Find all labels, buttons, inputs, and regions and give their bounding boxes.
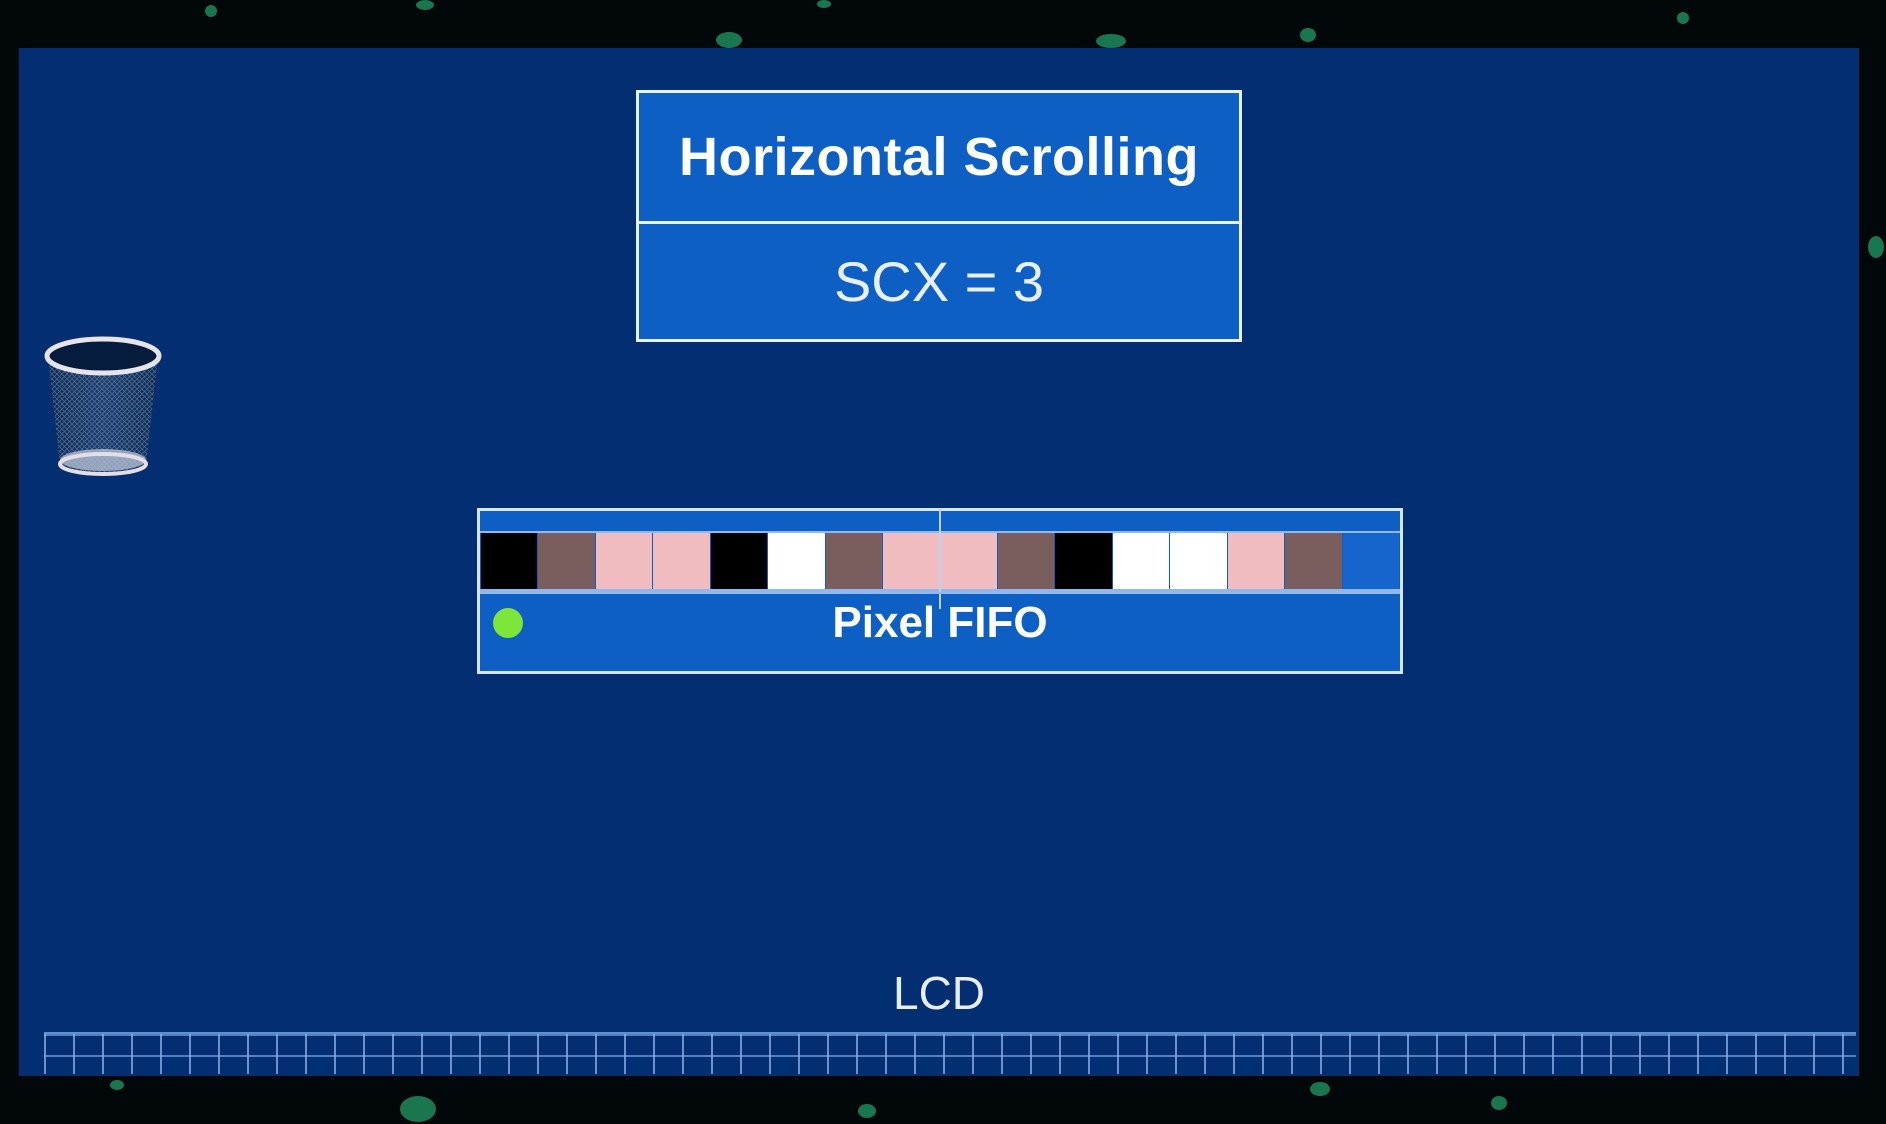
fifo-pixel-cell [653, 533, 710, 589]
fifo-pixel-cell [1055, 533, 1112, 589]
background-speck [1300, 28, 1316, 42]
pixel-fifo: Pixel FIFO [477, 508, 1403, 674]
fifo-midline [939, 509, 941, 609]
scene-panel: Horizontal Scrolling SCX = 3 Pixel FIFO [19, 48, 1859, 1076]
background-speck [858, 1104, 876, 1118]
background-speck [1096, 34, 1126, 48]
fifo-pixel-cell [1170, 533, 1227, 589]
fifo-label-row: Pixel FIFO [480, 592, 1400, 651]
fifo-pixel-cell [481, 533, 538, 589]
fifo-pixel-cell [940, 533, 997, 589]
background-speck [110, 1080, 124, 1090]
fifo-cells [480, 509, 1400, 609]
fifo-pixel-cell [1285, 533, 1342, 589]
fifo-pixel-cell [595, 533, 653, 589]
background-speck [1310, 1082, 1330, 1096]
fifo-pixel-cell [1227, 533, 1285, 589]
background-speck [716, 32, 742, 48]
scx-value: SCX = 3 [833, 250, 1045, 313]
fifo-pixel-cell [997, 533, 1055, 589]
background-speck [400, 1096, 436, 1122]
title-heading: Horizontal Scrolling [639, 93, 1239, 224]
fifo-pixel-cell [883, 533, 940, 589]
lcd-label: LCD [892, 967, 986, 1019]
fifo-pixel-cell [825, 533, 883, 589]
background-speck [1868, 236, 1884, 258]
fifo-pixel-cell [1112, 533, 1170, 589]
background-speck [817, 0, 831, 8]
background-speck [205, 5, 217, 17]
background-speck [1677, 12, 1689, 24]
fifo-pixel-cell [538, 533, 595, 589]
fifo-pixel-cell [710, 533, 768, 589]
fifo-pixel-cell [1342, 533, 1399, 589]
fifo-pixel-cell [768, 533, 825, 589]
fifo-label: Pixel FIFO [832, 597, 1048, 647]
background-speck [416, 0, 434, 10]
title-card: Horizontal Scrolling SCX = 3 [636, 90, 1242, 342]
trash-bin-icon [44, 336, 162, 476]
background-speck [1491, 1096, 1507, 1110]
status-dot-icon [493, 608, 523, 638]
lcd-pixel-row [44, 1032, 1856, 1074]
